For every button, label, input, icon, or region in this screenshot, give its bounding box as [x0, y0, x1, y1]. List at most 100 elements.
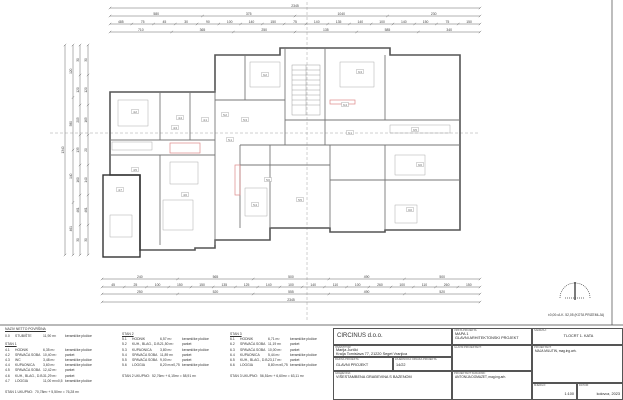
cell-name: LOGGIA: [132, 363, 146, 368]
cell-code: 6.4: [230, 352, 235, 357]
cell-code: 5.5: [122, 358, 127, 363]
room-tag-box: [356, 69, 364, 74]
dimension-label: 20: [84, 148, 88, 152]
red-hatched-walls: [169, 99, 356, 196]
dimension-tick: [71, 253, 75, 257]
dimension-label: 90: [206, 20, 210, 24]
dimension-tick: [100, 292, 104, 296]
dimension-tick: [304, 22, 308, 26]
dimension-tick: [173, 22, 177, 26]
date-cell: DATUM: kolovoz, 2023: [577, 383, 623, 400]
dimension-label: 135: [76, 147, 80, 153]
dimension-label: 205: [76, 117, 80, 123]
total-value: 70,78m² + 5,50m² = 76,28 m²: [35, 390, 80, 395]
dimension-label: 485: [118, 20, 124, 24]
area-table-header: NAZIV NETTO POVRŠINA: [5, 327, 46, 331]
dimension-tick: [100, 300, 104, 304]
dimension-tick: [167, 285, 171, 289]
dimension-tick: [71, 148, 75, 152]
dimension-label: 165: [84, 117, 88, 123]
cell-area: 8,80 m²x0,75: [268, 363, 288, 368]
chief-designer-cell: GLAVNI PROJEKTANT:: [452, 345, 532, 371]
cell-area: 11,89 m²: [160, 352, 174, 357]
cell-code: 5.2: [122, 342, 127, 347]
cell-name: KUPAONICA: [132, 347, 152, 352]
dimension-tick: [300, 285, 304, 289]
dimension-label: 260: [444, 283, 450, 287]
dimension-tick: [413, 22, 417, 26]
dimension-tick: [369, 22, 373, 26]
dimension-tick: [456, 22, 460, 26]
furniture: [109, 61, 451, 238]
dimension-label: 75: [445, 20, 449, 24]
cell-code: 4.4: [5, 363, 10, 368]
cell-name: SPAVAĆA SOBA: [15, 368, 41, 373]
dimension-label: 710: [138, 28, 144, 32]
dimension-label: 140: [357, 20, 363, 24]
dimension-label: 150: [199, 283, 205, 287]
cell-finish: keramičke pločice: [290, 337, 317, 342]
project-type-cell: VRSTA PROJEKTA: MAPA 1 GLAVNI ARHITEKTON…: [452, 328, 532, 345]
dimension-label: 240: [137, 275, 143, 279]
room-tag: 4.4: [178, 116, 182, 120]
dimension-label: 140: [310, 283, 316, 287]
dimension-label: 100: [379, 20, 385, 24]
cell-area: 11,00 m²x0,5: [43, 378, 63, 383]
cell-code: 6.5: [230, 358, 235, 363]
cell-finish: parket: [182, 352, 192, 357]
dimension-tick: [256, 285, 260, 289]
bed: [244, 187, 268, 217]
room-tag: 6.4: [343, 103, 347, 107]
cell-code: 4.6: [5, 373, 10, 378]
building-walls: [102, 47, 461, 258]
room-tag: 5.1: [228, 138, 232, 142]
investor-cell: INVESTITOR: Marija Juričić Kralja Tomisl…: [333, 345, 452, 357]
room-tag-box: [116, 187, 124, 192]
cell-code: 4.2: [5, 352, 10, 357]
dimension-tick: [63, 253, 67, 257]
total-label: STAN 3 UKUPNO:: [230, 374, 259, 379]
cell-finish: parket: [290, 347, 300, 352]
dimension-label: 45: [111, 283, 115, 287]
associate-cell: PROJEKTANT SURADNIK: ANTONIJA DOMAZET, m…: [452, 371, 532, 400]
cell-name: SPAVAĆA SOBA: [240, 347, 266, 352]
room-tag: 4.5: [133, 168, 137, 172]
cell-name: SPAVAĆA SOBA: [132, 358, 158, 363]
dimension-tick: [152, 22, 155, 26]
cell-code: 4.7: [5, 378, 10, 383]
total-label: STAN 2 UKUPNO:: [122, 374, 151, 379]
dimension-label: 140: [69, 173, 73, 179]
dimension-tick: [108, 22, 112, 26]
bed: [394, 154, 426, 176]
cell-area: 5,44 m²: [268, 352, 280, 357]
dimension-tick: [434, 285, 437, 289]
room-tag: 6.6: [418, 163, 422, 167]
interior-walls: [110, 48, 460, 245]
dimension-label: 120: [84, 87, 88, 93]
dimension-label: 490: [364, 290, 370, 294]
cell-finish: keramičke pločice: [65, 378, 92, 383]
dimension-tick: [86, 133, 90, 137]
cell-name: SPAVAĆA SOBA: [15, 352, 41, 357]
cell-area: 10,40 m²: [43, 352, 57, 357]
room-tag-box: [346, 130, 354, 135]
cell-finish: keramičke pločice: [290, 352, 317, 357]
dimension-tick: [71, 43, 75, 47]
dimension-label: 100: [399, 283, 405, 287]
dimension-label: 135: [221, 283, 227, 287]
cell-name: KUH., BLAG., D.B.: [15, 373, 44, 378]
total-value: 56,51m² + 6,60m² = 63,11 m²: [260, 374, 304, 379]
dimension-label: 140: [84, 177, 88, 183]
dimension-tick: [391, 22, 395, 26]
company-cell: CIRCINUS d.o.o.: [333, 328, 452, 345]
dimension-label: 150: [466, 20, 472, 24]
dimension-tick: [456, 285, 460, 289]
level-note: ±0,00=A.K. 52,05 (KOTA PRIZEMLJA): [548, 313, 605, 317]
cell-finish: keramičke pločice: [65, 358, 92, 363]
